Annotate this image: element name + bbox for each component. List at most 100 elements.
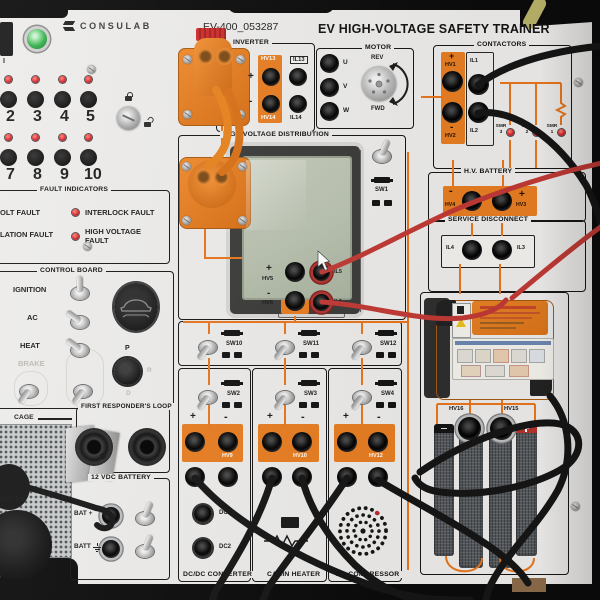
fault-button-4[interactable]	[54, 91, 71, 108]
power-switch[interactable]	[0, 22, 13, 56]
battery-plus-cap	[516, 424, 537, 433]
hv4-label: HV4	[445, 202, 456, 208]
sw4-label: SW4	[381, 391, 395, 397]
sw10-toggle[interactable]	[196, 331, 218, 361]
photo-edge-right	[592, 0, 600, 600]
gear-r-label: R	[147, 367, 152, 374]
heat-toggle[interactable]	[65, 334, 90, 364]
fault-button-9[interactable]	[54, 149, 71, 166]
il3-jack[interactable]	[492, 240, 512, 260]
isolation-fault-label: LATION FAULT	[0, 230, 54, 239]
ignition-label: IGNITION	[13, 285, 47, 294]
il-jack[interactable]	[185, 467, 205, 487]
hv14-jack[interactable]	[262, 95, 280, 113]
il-jack[interactable]	[262, 467, 282, 487]
ac-toggle[interactable]	[65, 306, 90, 336]
fault-button-8[interactable]	[27, 149, 44, 166]
board-title: EV HIGH-VOLTAGE SAFETY TRAINER	[318, 22, 550, 36]
plug-disconnected-icon	[222, 352, 242, 358]
lock-open-icon	[144, 122, 151, 127]
fault-button-7[interactable]	[0, 149, 17, 166]
volt-fault-label: OLT FAULT	[0, 208, 41, 217]
fault-button-2[interactable]	[0, 91, 17, 108]
il2-jack[interactable]	[468, 102, 489, 123]
hv16-jack[interactable]	[458, 417, 481, 440]
door-lock-button[interactable]	[114, 283, 158, 331]
il6-jack[interactable]	[313, 294, 330, 311]
hv10-plus-jack[interactable]	[262, 432, 282, 452]
gear-selector-knob[interactable]	[114, 358, 141, 385]
hv1-jack[interactable]	[442, 71, 463, 92]
hv5-jack[interactable]	[285, 262, 305, 282]
hv12-minus-jack[interactable]	[368, 432, 388, 452]
motor-disc	[362, 67, 396, 101]
ignition-toggle[interactable]	[70, 276, 90, 307]
hv9-minus-jack[interactable]	[218, 432, 238, 452]
il5-jack[interactable]	[313, 264, 330, 281]
responder-loop-port[interactable]	[75, 428, 113, 466]
control-board-title: CONTROL BOARD	[37, 267, 106, 274]
fault-button-5[interactable]	[80, 91, 97, 108]
motor-u-jack[interactable]	[320, 54, 339, 73]
sw10-label: SW10	[226, 341, 243, 347]
sw1-toggle[interactable]	[372, 139, 392, 170]
brake-label: BRAKE	[18, 359, 45, 368]
aux-toggle[interactable]	[71, 375, 93, 405]
il-jack[interactable]	[368, 467, 388, 487]
hv3-jack[interactable]	[492, 191, 512, 211]
il4-jack[interactable]	[462, 240, 482, 260]
bat-plus-toggle[interactable]	[135, 501, 155, 532]
il1-jack[interactable]	[468, 74, 489, 95]
hv13-label: HV13	[261, 56, 276, 62]
fault-button-num: 5	[86, 108, 95, 125]
motor-fwd-label: FWD	[371, 106, 385, 112]
batt-gnd-toggle[interactable]	[135, 534, 155, 565]
motor-w-jack[interactable]	[320, 102, 339, 121]
connector-screw	[182, 216, 191, 225]
connector-screw	[238, 216, 247, 225]
hv10-minus-jack[interactable]	[292, 432, 312, 452]
sw3-toggle[interactable]	[273, 381, 295, 411]
sw12-toggle[interactable]	[350, 331, 372, 361]
sw2-label: SW2	[227, 391, 241, 397]
hv2-jack[interactable]	[442, 102, 463, 123]
dc2-jack[interactable]	[194, 539, 212, 557]
brand-name: CONSULAB	[80, 21, 152, 31]
plug-disconnected-icon	[376, 402, 396, 408]
plug-connected-icon	[298, 330, 320, 336]
il-jack[interactable]	[292, 467, 312, 487]
dc1-jack[interactable]	[194, 505, 212, 523]
hv12-plus-jack[interactable]	[337, 432, 357, 452]
dc2-label: DC2	[219, 544, 232, 550]
hv9-plus-jack[interactable]	[185, 432, 205, 452]
sw4-toggle[interactable]	[350, 381, 372, 411]
hv4-jack[interactable]	[462, 191, 482, 211]
hv6-jack[interactable]	[285, 291, 305, 311]
hv13-jack[interactable]	[262, 68, 280, 86]
sw11-toggle[interactable]	[273, 331, 295, 361]
key-cage-title: CAGE	[14, 414, 34, 421]
il-jack[interactable]	[337, 467, 357, 487]
hvd-divider	[360, 150, 362, 312]
fault-button-10[interactable]	[80, 149, 97, 166]
il4-label: IL4	[446, 245, 454, 251]
fault-led	[5, 76, 12, 83]
toggle-base	[136, 545, 154, 558]
brake-toggle[interactable]	[17, 375, 39, 405]
il-jack[interactable]	[218, 467, 238, 487]
bat-plus-jack[interactable]	[102, 507, 120, 525]
il6-label: IL6	[334, 299, 342, 305]
responder-loop-port[interactable]	[128, 428, 166, 466]
il13-jack[interactable]	[289, 68, 307, 86]
toggle-base	[373, 150, 391, 163]
fault-button-3[interactable]	[27, 91, 44, 108]
batt-gnd-jack[interactable]	[102, 540, 120, 558]
motor-v-jack[interactable]	[320, 78, 339, 97]
sw2-toggle[interactable]	[196, 381, 218, 411]
dc1-label: DC1	[219, 510, 232, 516]
il5-label: IL5	[334, 269, 342, 275]
il14-jack[interactable]	[289, 95, 307, 113]
connector-screw	[238, 162, 247, 171]
hv15-jack[interactable]	[490, 417, 513, 440]
msd-corner-block	[530, 376, 552, 396]
